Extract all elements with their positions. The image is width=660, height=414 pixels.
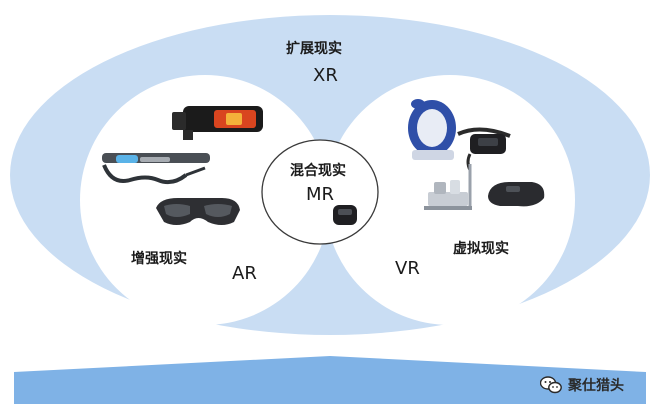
vr-abbr-label: VR xyxy=(395,258,420,279)
vr-motion-rig-icon xyxy=(424,164,472,210)
vr-headset-icon xyxy=(488,182,545,207)
thermal-camera-device-icon xyxy=(172,106,263,140)
vr-headset-strap-icon xyxy=(457,127,511,171)
mr-abbr-label: MR xyxy=(306,184,335,205)
ar-title-label: 增强现实 xyxy=(131,251,187,267)
xr-abbr-label: XR xyxy=(313,65,338,86)
vr-title-label: 虚拟现实 xyxy=(453,241,509,257)
watermark-text: 聚仕猎头 xyxy=(568,378,624,394)
mr-headset-icon xyxy=(333,205,357,225)
ar-glasses-icon xyxy=(156,198,240,225)
ar-abbr-label: AR xyxy=(232,263,257,284)
bottom-band xyxy=(14,356,646,404)
xr-title-label: 扩展现实 xyxy=(286,41,342,57)
wechat-icon xyxy=(540,376,562,394)
vr-egg-chair-icon xyxy=(408,99,456,160)
smart-glasses-icon xyxy=(102,153,210,185)
watermark: 聚仕猎头 xyxy=(540,374,624,396)
mr-title-label: 混合现实 xyxy=(290,163,346,179)
